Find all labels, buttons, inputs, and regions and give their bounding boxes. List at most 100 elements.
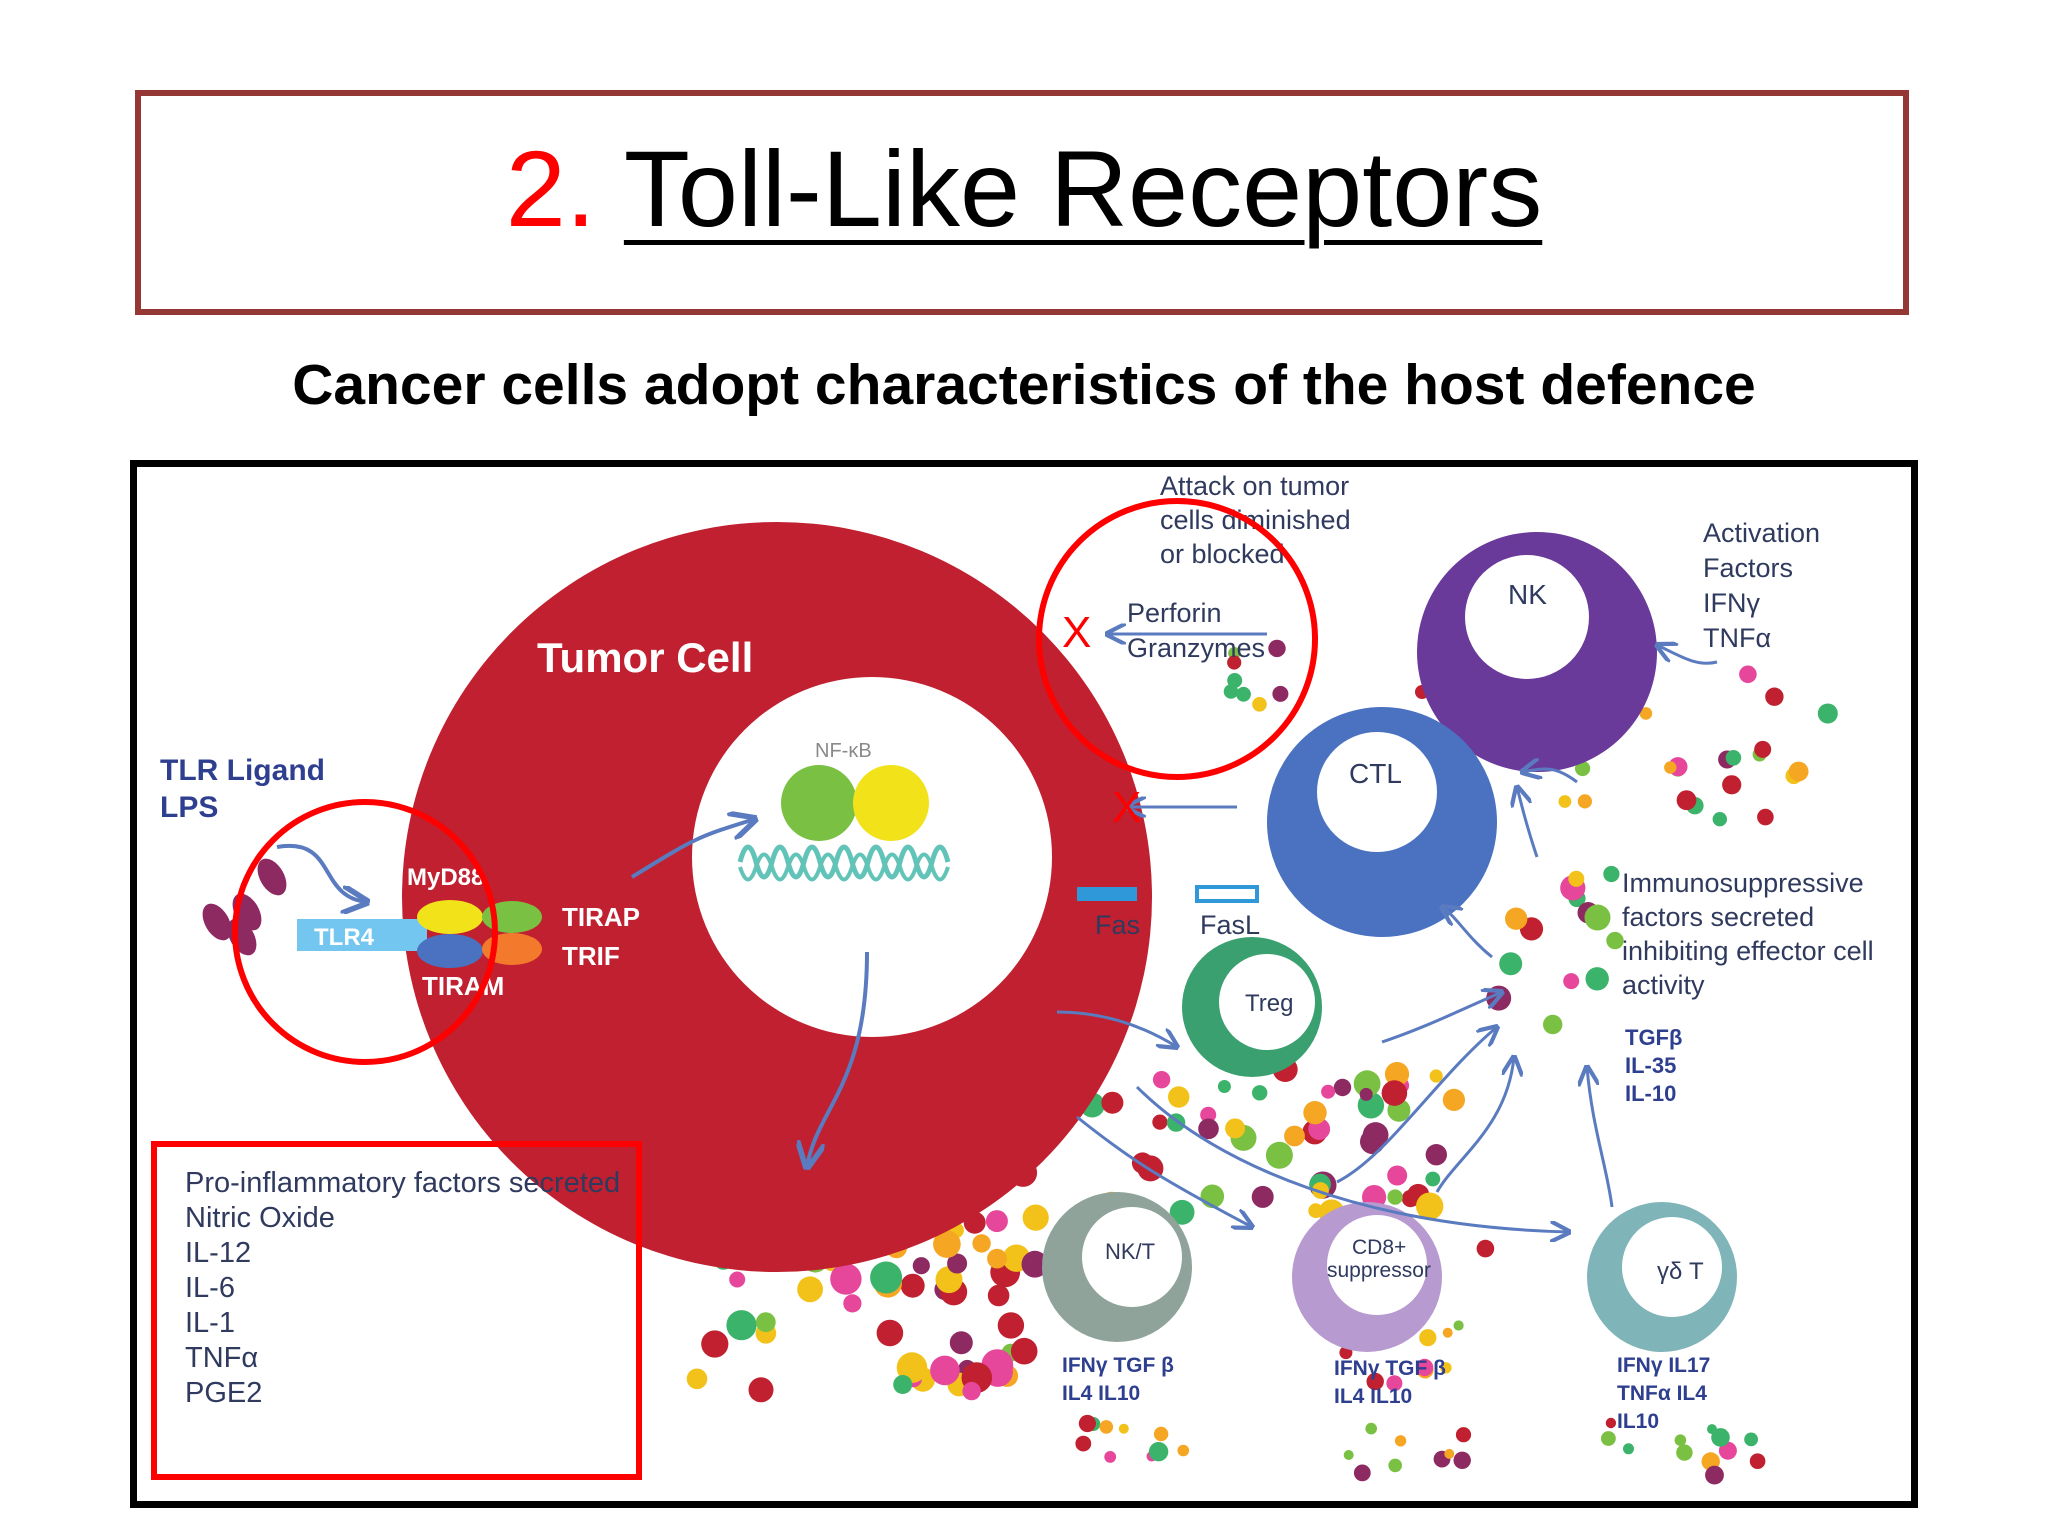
tiram-adapter: [417, 934, 483, 968]
dna-strand-2: [738, 852, 950, 882]
treg-label: Treg: [1245, 990, 1293, 1017]
cytokine-dot: [1605, 1417, 1617, 1429]
cytokine-dot: [1252, 1085, 1268, 1101]
tumor-to-treg-arrow: [1056, 1010, 1177, 1047]
nk-to-ctl-arrow: [1522, 769, 1578, 784]
treg-nucleus: [1219, 954, 1315, 1050]
title-text: Toll-Like Receptors: [623, 128, 1543, 249]
nkt-factor-1: IFNγ TGF β: [1062, 1354, 1174, 1377]
cytokine-dot: [1429, 1069, 1443, 1083]
cytokine-dot: [1499, 952, 1523, 976]
cytokine-dot: [755, 1312, 776, 1333]
gdt-factor-1: IFNγ IL17: [1617, 1354, 1710, 1377]
cytokine-dot: [1118, 1423, 1129, 1434]
activation-arrow: [1657, 645, 1718, 665]
cytokine-dot: [1225, 1118, 1246, 1139]
cytokine-dot: [1817, 703, 1838, 724]
cytokine-dot: [1575, 760, 1591, 777]
lps-label: LPS: [160, 791, 218, 824]
myd88-adapter: [417, 900, 483, 934]
immuno-label-4: activity: [1622, 970, 1705, 1000]
cytokine-dot: [1543, 1014, 1563, 1035]
cytokine-dot: [1585, 967, 1609, 991]
proinflammatory-label-0: Pro-inflammatory factors secreted: [185, 1167, 620, 1199]
cytokine-dot: [1265, 1141, 1293, 1169]
cytokine-dot: [987, 1248, 1007, 1269]
highlight-circle-tlr4: [232, 799, 498, 1065]
cytokine-dot: [1099, 1420, 1114, 1434]
cytokine-dot: [985, 1210, 1008, 1233]
cytokine-dot: [1476, 1239, 1495, 1258]
page-subtitle: Cancer cells adopt characteristics of th…: [292, 353, 1756, 417]
cytokine-dot: [1365, 1422, 1377, 1435]
immuno-label-1: Immunosuppressive: [1622, 868, 1864, 898]
cytokine-dot: [893, 1375, 913, 1394]
nk-label: NK: [1508, 579, 1547, 610]
cytokine-dot: [1388, 1458, 1402, 1473]
cd8-up-arrow: [1435, 1057, 1514, 1193]
cytokine-dot: [912, 1257, 930, 1275]
treg-factor-1: TGFβ: [1625, 1025, 1682, 1050]
gdt-factor-3: IL10: [1617, 1410, 1659, 1433]
gdt-label: γδ T: [1657, 1258, 1704, 1285]
nkt-to-immuno-arrow: [1336, 1027, 1497, 1184]
cytokine-dot: [1401, 1189, 1420, 1208]
activation-label-2: Factors: [1703, 553, 1793, 583]
activation-label-1: Activation: [1703, 518, 1820, 548]
cytokine-dot: [1664, 761, 1677, 774]
cytokine-dot: [1455, 1427, 1472, 1443]
cytokine-dot: [1251, 1185, 1274, 1208]
fasl-ligand: [1195, 885, 1259, 903]
tlr4-receptor: [297, 919, 427, 951]
cytokine-dot: [1744, 1432, 1758, 1447]
gdt-up-arrow: [1587, 1067, 1614, 1208]
cytokine-dot: [1788, 761, 1809, 782]
cytokine-dot: [1075, 1435, 1092, 1452]
cytokine-dot: [1272, 685, 1289, 702]
ctl-nucleus: [1317, 732, 1437, 852]
cytokine-dot: [1558, 795, 1572, 808]
nfkb-label: NF-κB: [815, 740, 872, 762]
nkt-label: NK/T: [1105, 1239, 1155, 1264]
cytokine-dot: [830, 1263, 862, 1295]
cytokine-dot: [701, 1330, 729, 1358]
cytokine-dot: [1711, 1428, 1730, 1447]
attack-label-3: or blocked: [1160, 539, 1285, 569]
cytokine-dot: [1104, 1451, 1117, 1463]
cytokine-dot: [1200, 1106, 1217, 1123]
cd8-label-1: CD8+: [1352, 1236, 1406, 1259]
page-title: 2. Toll-Like Receptors: [0, 135, 2048, 243]
cytokine-dot: [1321, 1084, 1336, 1099]
immuno-up-arrow: [1517, 787, 1539, 858]
cd8-nucleus: [1327, 1215, 1427, 1315]
cytokine-dot: [1725, 750, 1742, 766]
cytokine-dot: [1353, 1464, 1371, 1482]
cytokine-dot: [1177, 1444, 1190, 1457]
cytokine-dot: [1739, 665, 1757, 684]
granzymes-label: Granzymes: [1127, 633, 1265, 663]
cytokine-dot: [748, 1377, 774, 1403]
cytokine-dot: [1415, 1358, 1434, 1377]
treg-arrow: [1381, 992, 1502, 1044]
cytokine-dot: [1252, 697, 1267, 712]
cytokine-dot: [900, 1273, 925, 1298]
proinflammatory-label-2: IL-12: [185, 1237, 251, 1269]
cytokine-dot: [930, 1355, 960, 1386]
cytokine-dot: [933, 1230, 961, 1258]
cytokine-dot: [1442, 1088, 1465, 1111]
trif-label: TRIF: [562, 941, 620, 971]
cytokine-dot: [1563, 973, 1580, 990]
cytokine-dot: [870, 1261, 903, 1294]
cytokine-dot: [1101, 1091, 1124, 1114]
cytokine-dot: [843, 1294, 862, 1313]
cytokine-dot: [1394, 1435, 1407, 1447]
cytokine-dot: [1425, 1144, 1448, 1166]
cytokine-dot: [1601, 1431, 1616, 1446]
cytokine-dot: [1453, 1320, 1464, 1331]
cytokine-dot: [1217, 1080, 1231, 1093]
ligand-arrow: [276, 843, 367, 902]
cytokine-dot: [1198, 1118, 1219, 1140]
cytokine-dot: [1603, 865, 1620, 883]
tlr4-label: TLR4: [314, 924, 375, 951]
gdt-nucleus: [1622, 1217, 1722, 1317]
